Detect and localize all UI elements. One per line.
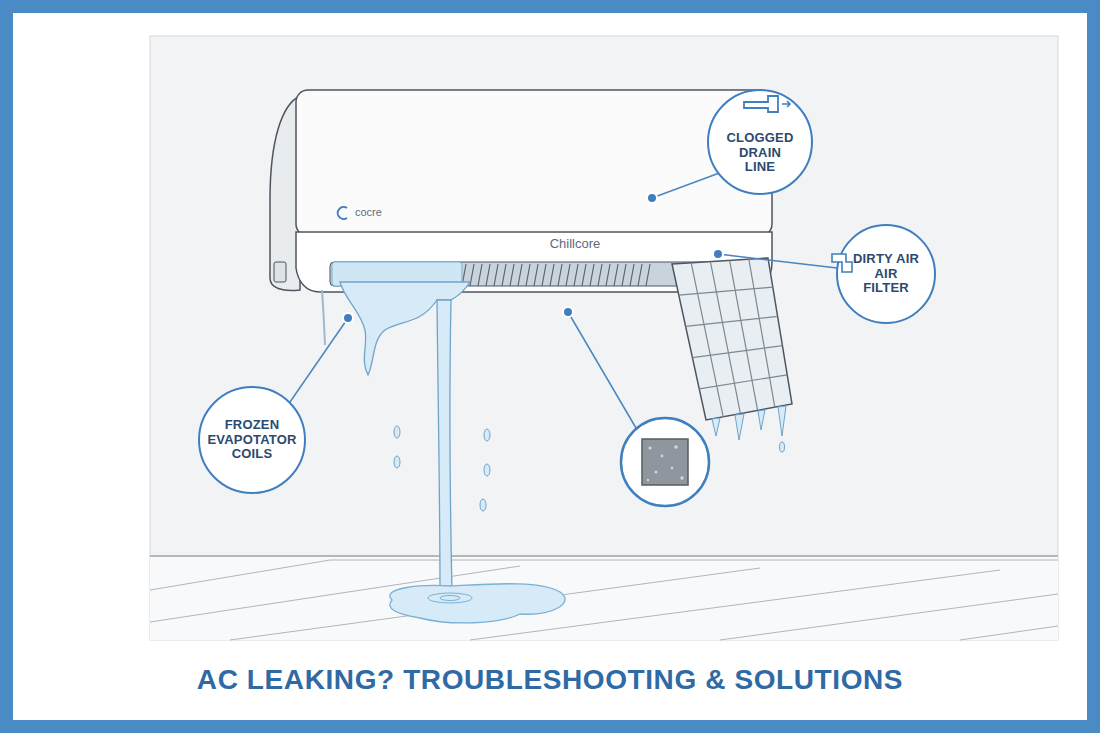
callout-circle: DIRTY AIR AIR FILTER [836,224,936,324]
diagram-title: AC LEAKING? TROUBLESHOOTING & SOLUTIONS [0,664,1100,696]
dust-speck [655,471,658,474]
water-drop [484,464,490,476]
brand-logo-text: cocre [355,206,382,218]
water-drop [484,429,490,441]
callout-text: CLOGGED DRAIN LINE [722,131,798,176]
callout-dot [647,193,657,203]
water-drop [394,456,400,468]
callout-dot [563,307,573,317]
leader-line [652,172,722,198]
puddle-ripple [440,596,460,601]
floor-planks [150,560,1058,640]
dust-speck [648,446,651,449]
dirty-filter-patch [642,439,688,485]
wall-panel [150,36,1058,640]
pipe-icon [744,96,778,112]
filter-mesh [679,259,787,417]
leader-line [718,254,837,268]
icicles [712,406,786,440]
leader-line [568,312,636,428]
filter-closeup-circle [621,418,709,506]
brand-logo-mark [338,207,347,219]
water-drop [394,426,400,438]
leader-line [290,318,348,402]
ac-body [296,90,772,236]
dust-speck [671,467,674,470]
faucet-icon [832,254,852,272]
callout-dot [713,249,723,259]
floor [150,556,1058,640]
dust-speck [674,445,678,449]
baseboard-line [150,555,1058,557]
ac-louvers [462,264,650,286]
puddle-ripple [428,593,472,603]
dust-speck [680,476,683,479]
wall-drip [322,290,325,345]
ac-side-vent [274,262,286,282]
callout-dot [343,313,353,323]
water-puddle [390,584,565,623]
dust-speck [661,455,664,458]
callout-text: FROZEN EVAPOTATOR COILS [203,418,301,463]
brand-name: Chillcore [550,236,601,251]
water-drop [480,499,486,511]
pulled-filter [672,258,792,420]
frame-inner [13,13,1087,720]
dust-speck [647,479,649,481]
water-stream [437,300,452,592]
flow-arrow-icon [782,101,790,107]
callout-circle: CLOGGED DRAIN LINE [707,89,813,195]
callout-circle: FROZEN EVAPOTATOR COILS [198,386,306,494]
callout-text: DIRTY AIR AIR FILTER [850,252,922,297]
water-drop [780,442,785,452]
